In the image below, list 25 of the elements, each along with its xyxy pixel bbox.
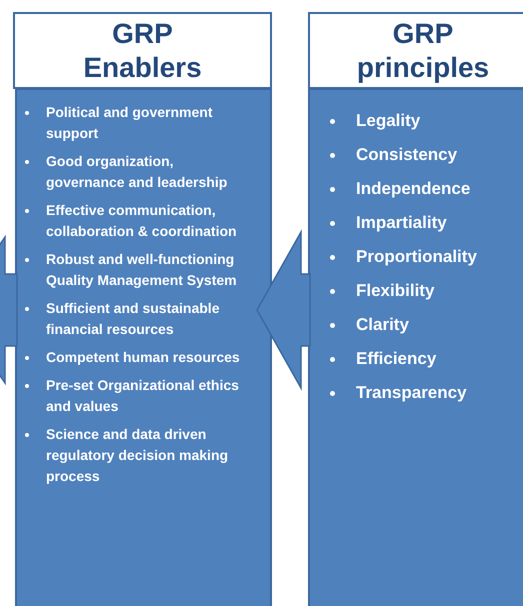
- list-item: Competent human resources: [46, 348, 241, 367]
- list-item: Impartiality: [356, 212, 447, 234]
- header-box: [308, 12, 523, 89]
- header-box: [13, 12, 272, 89]
- list-item: Science and data driven regulatory decision making process: [46, 425, 230, 486]
- arrow: [0, 234, 18, 386]
- list-item: Proportionality: [356, 246, 477, 268]
- list-item: Robust and well-functioning Quality Management System: [46, 250, 238, 290]
- list-item: Good organization, governance and leadership: [46, 152, 228, 192]
- list-item: Political and government support: [46, 103, 214, 143]
- list-item: Effective communication, collaboration & coordination: [46, 201, 238, 241]
- list-item: Consistency: [356, 144, 458, 166]
- list-item: Efficiency: [356, 348, 436, 370]
- heading: GRP principles: [356, 16, 490, 84]
- list-item: Independence: [356, 178, 470, 200]
- list-item: Legality: [356, 110, 420, 132]
- list-item: Pre-set Organizational ethics and values: [46, 376, 240, 416]
- list-item: Sufficient and sustainable financial resources: [46, 299, 220, 339]
- list-item: Transparency: [356, 382, 467, 404]
- list-panel: [15, 88, 272, 606]
- arrow: [256, 229, 311, 391]
- list-item: Clarity: [356, 314, 409, 336]
- list-item: Flexibility: [356, 280, 434, 302]
- list-panel: [308, 88, 523, 606]
- heading: GRP Enablers: [82, 16, 203, 84]
